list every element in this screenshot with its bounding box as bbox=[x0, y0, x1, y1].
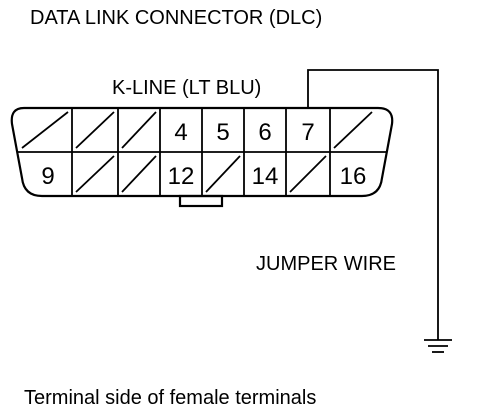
unused-cavity-top-8 bbox=[333, 111, 373, 149]
connector-grid bbox=[18, 108, 386, 196]
diagram-title: DATA LINK CONNECTOR (DLC) bbox=[30, 7, 322, 29]
connector-outline bbox=[10, 106, 394, 198]
unused-cavity-top-3 bbox=[121, 111, 157, 149]
unused-cavity-bottom-10 bbox=[75, 155, 115, 193]
pin-label: 14 bbox=[252, 163, 279, 190]
ground-symbol-icon bbox=[424, 339, 452, 353]
pin-labels: 4 5 6 7 9 12 14 16 bbox=[41, 119, 366, 190]
unused-cavity-bottom-13 bbox=[205, 155, 241, 193]
k-line-label: K-LINE (LT BLU) bbox=[112, 77, 261, 99]
unused-cavity-top-1 bbox=[21, 111, 69, 149]
pin-label: 9 bbox=[41, 163, 54, 190]
connector-key-tab bbox=[178, 194, 224, 208]
unused-cavity-slashes bbox=[21, 111, 373, 193]
caption: Terminal side of female terminals bbox=[24, 387, 316, 409]
unused-cavity-bottom-11 bbox=[121, 155, 157, 193]
unused-cavity-bottom-15 bbox=[289, 155, 327, 193]
pin-label: 12 bbox=[168, 163, 195, 190]
pin-label: 6 bbox=[258, 119, 271, 146]
pin-label: 7 bbox=[301, 119, 314, 146]
jumper-wire-label: JUMPER WIRE bbox=[256, 253, 396, 275]
unused-cavity-top-2 bbox=[75, 111, 115, 149]
pin-label: 5 bbox=[216, 119, 229, 146]
pin-label: 4 bbox=[174, 119, 187, 146]
pin-label: 16 bbox=[340, 163, 367, 190]
jumper-wire bbox=[307, 69, 439, 340]
